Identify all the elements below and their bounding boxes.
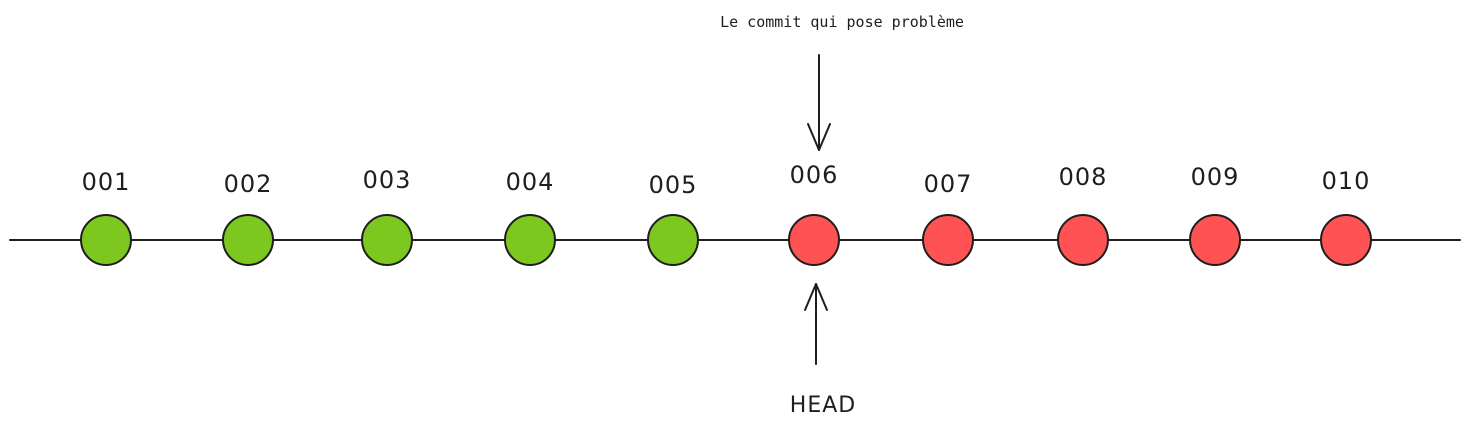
commit-label: 007	[924, 170, 973, 198]
commit-label: 008	[1059, 163, 1108, 191]
commit-node-bad	[922, 214, 974, 266]
commit-node-bad	[788, 214, 840, 266]
commit-node-good	[80, 214, 132, 266]
commit-node-bad	[1057, 214, 1109, 266]
commits-group: 001 002 003 004 005 006 007 008 009 010	[80, 161, 1372, 266]
commit-label: 003	[363, 166, 412, 194]
commit-002: 002	[222, 170, 274, 266]
problem-commit-annotation: Le commit qui pose problème	[720, 13, 964, 31]
commit-010: 010	[1320, 167, 1372, 266]
commit-node-good	[504, 214, 556, 266]
commit-label: 005	[649, 171, 698, 199]
commit-008: 008	[1057, 163, 1109, 266]
commit-label: 002	[224, 170, 273, 198]
commit-node-bad	[1189, 214, 1241, 266]
commit-label: 001	[82, 168, 131, 196]
commit-label: 004	[506, 168, 555, 196]
up-arrow-icon	[804, 283, 828, 365]
commit-label: 006	[790, 161, 839, 189]
commit-004: 004	[504, 168, 556, 266]
commit-007: 007	[922, 170, 974, 266]
commit-005: 005	[647, 171, 699, 266]
commit-node-good	[361, 214, 413, 266]
head-label: HEAD	[790, 393, 856, 418]
down-arrow-icon	[807, 54, 831, 151]
commit-001: 001	[80, 168, 132, 266]
commit-009: 009	[1189, 163, 1241, 266]
commit-006: 006	[788, 161, 840, 266]
commit-node-good	[222, 214, 274, 266]
commit-label: 010	[1322, 167, 1371, 195]
commit-node-good	[647, 214, 699, 266]
commit-node-bad	[1320, 214, 1372, 266]
commit-003: 003	[361, 166, 413, 266]
commit-label: 009	[1191, 163, 1240, 191]
